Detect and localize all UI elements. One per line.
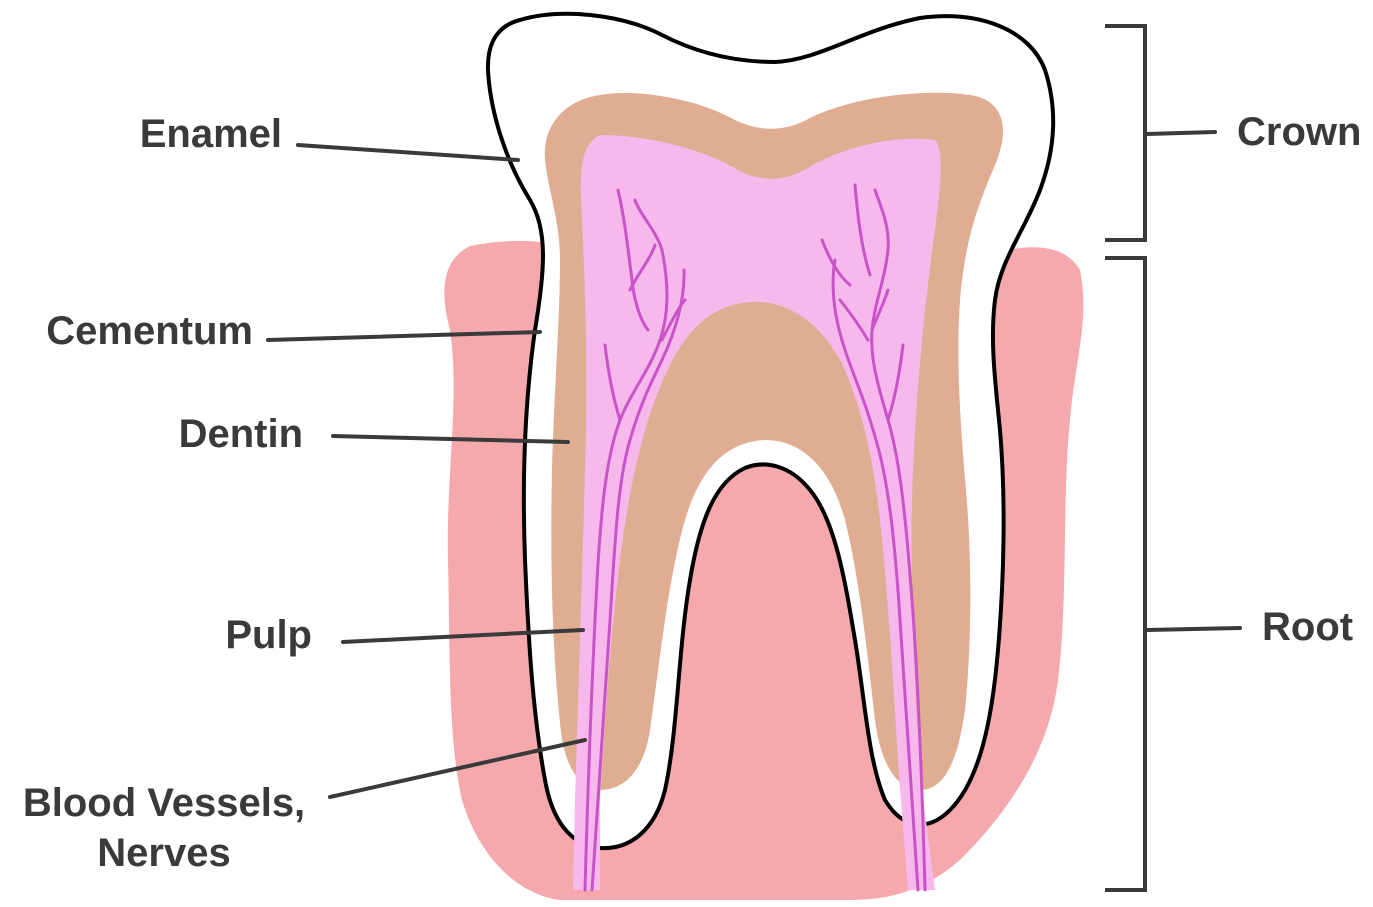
label-pulp: Pulp bbox=[225, 613, 312, 657]
label-blood-vessels-line1: Blood Vessels, bbox=[23, 781, 305, 825]
label-cementum: Cementum bbox=[46, 309, 253, 353]
label-dentin: Dentin bbox=[179, 412, 303, 456]
label-blood-vessels-line2: Nerves bbox=[97, 831, 230, 875]
root-bracket bbox=[1105, 258, 1145, 890]
crown-leader bbox=[1147, 132, 1215, 134]
label-root: Root bbox=[1262, 605, 1353, 649]
enamel-leader bbox=[298, 145, 518, 160]
label-enamel: Enamel bbox=[140, 112, 282, 156]
root-leader bbox=[1147, 628, 1240, 630]
label-crown: Crown bbox=[1237, 110, 1361, 154]
crown-bracket bbox=[1105, 26, 1145, 240]
